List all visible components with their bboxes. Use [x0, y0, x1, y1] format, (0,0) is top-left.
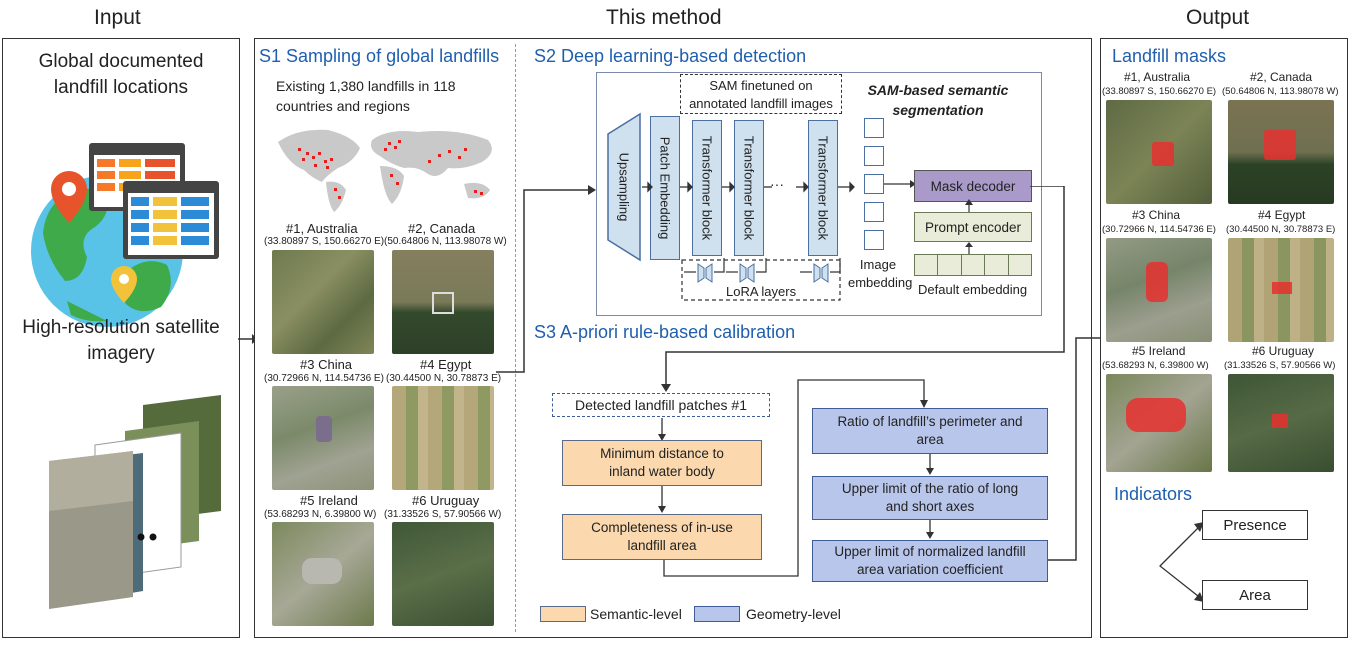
out-sample-4-name: #4 Egypt — [1258, 208, 1306, 222]
mask-image-3 — [1106, 238, 1212, 342]
s1-image-2 — [392, 250, 494, 354]
transformer-block-3: Transformer block — [808, 120, 838, 256]
default-embedding-label: Default embedding — [918, 282, 1028, 297]
embedding-cell — [864, 118, 884, 138]
s1-sample-3-coord: (30.72966 N, 114.54736 E) — [264, 373, 384, 384]
s1-sample-5-coord: (53.68293 N, 6.39800 W) — [264, 509, 377, 520]
embedding-cell — [864, 146, 884, 166]
s1-image-4 — [392, 386, 494, 490]
s1-image-5 — [272, 522, 374, 626]
mask-image-6 — [1228, 374, 1334, 472]
s1-sample-5-name: #5 Ireland — [300, 493, 358, 508]
output-header: Output — [1186, 6, 1250, 29]
upsampling-label: Upsampling — [616, 152, 632, 222]
arrow-s1-to-s2 — [496, 185, 596, 373]
embedding-cell — [864, 202, 884, 222]
arrow-to-mask-decoder — [884, 180, 916, 188]
out-sample-1-coord: (33.80897 S, 150.66270 E) — [1102, 86, 1217, 97]
mask-image-5 — [1106, 374, 1212, 472]
legend-semantic-swatch — [540, 606, 586, 622]
ellipsis-dots: ··· — [770, 176, 784, 192]
s1-sample-2-coord: (50.64806 N, 113.98078 W) — [384, 236, 507, 247]
s1-sample-6-coord: (31.33526 S, 57.90566 W) — [384, 509, 502, 520]
detected-patches-box: Detected landfill patches #1 — [552, 393, 770, 417]
legend-semantic-label: Semantic-level — [590, 606, 682, 622]
s3-left-arrows — [658, 418, 666, 513]
out-sample-3-coord: (30.72966 N, 114.54736 E) — [1102, 224, 1216, 235]
out-sample-2-coord: (50.64806 N, 113.98078 W) — [1222, 86, 1339, 97]
world-map-icon — [278, 129, 492, 212]
s3-title: S3 A-priori rule-based calibration — [534, 322, 796, 342]
s1-description: Existing 1,380 landfills in 118 countrie… — [276, 78, 456, 114]
embedding-cell — [864, 174, 884, 194]
prompt-encoder-block: Prompt encoder — [914, 212, 1032, 242]
input-panel: Global documented landfill locations — [2, 38, 240, 638]
sam-finetuned-box: SAM finetuned on annotated landfill imag… — [680, 74, 842, 114]
sam-semantic-label: SAM-based semantic segmentation — [867, 82, 1009, 118]
indicator-branches — [1159, 522, 1204, 602]
section-divider — [515, 44, 516, 632]
s1-image-1 — [272, 250, 374, 354]
out-sample-3-name: #3 China — [1132, 208, 1181, 222]
s1-title: S1 Sampling of global landfills — [259, 46, 500, 66]
s2-architecture-box — [596, 72, 1042, 316]
satellite-imagery-label: High-resolution satellite imagery — [22, 317, 220, 364]
globe-table-icon — [31, 143, 219, 327]
arrow-s2-to-s3 — [661, 186, 1065, 392]
transformer-block-1: Transformer block — [692, 120, 722, 256]
s1-sample-6-name: #6 Uruguay — [412, 493, 480, 508]
s1-sample-1-coord: (33.80897 S, 150.66270 E) — [264, 236, 385, 247]
s1-sample-4-coord: (30.44500 N, 30.78873 E) — [386, 373, 502, 384]
prompt-arrows — [965, 199, 973, 254]
input-header: Input — [94, 6, 141, 29]
out-sample-5-name: #5 Ireland — [1132, 344, 1186, 358]
s1-sample-1-name: #1, Australia — [286, 221, 358, 236]
method-header: This method — [606, 6, 722, 29]
s2-title: S2 Deep learning-based detection — [534, 46, 807, 66]
global-locations-label: Global documented landfill locations — [38, 51, 204, 98]
arrow-method-to-output — [1048, 333, 1107, 561]
s3-connector — [663, 379, 928, 577]
out-sample-2-name: #2, Canada — [1250, 70, 1313, 84]
s2-connectors — [642, 181, 855, 301]
legend-geometry-swatch — [694, 606, 740, 622]
out-sample-1-name: #1, Australia — [1124, 70, 1191, 84]
out-sample-4-coord: (30.44500 N, 30.78873 E) — [1226, 224, 1336, 235]
image-embedding-label: Image embedding — [848, 257, 913, 290]
out-sample-6-coord: (31.33526 S, 57.90566 W) — [1224, 360, 1336, 371]
s1-sample-2-name: #2, Canada — [408, 221, 476, 236]
area-indicator: Area — [1202, 580, 1308, 610]
upsampling-block — [607, 112, 641, 262]
lora-label: LoRA layers — [726, 284, 797, 299]
legend-geometry-label: Geometry-level — [746, 606, 841, 622]
mask-image-1 — [1106, 100, 1212, 204]
landfill-masks-title: Landfill masks — [1112, 46, 1227, 66]
transformer-block-2: Transformer block — [734, 120, 764, 256]
indicators-title: Indicators — [1114, 484, 1193, 504]
embedding-cell — [864, 230, 884, 250]
mask-image-4 — [1228, 238, 1334, 342]
mask-decoder-block: Mask decoder — [914, 170, 1032, 202]
default-embedding-cells — [914, 254, 1032, 276]
s3-right-arrows — [926, 454, 934, 539]
s1-sample-4-name: #4 Egypt — [420, 357, 472, 372]
mask-image-2 — [1228, 100, 1334, 204]
presence-indicator: Presence — [1202, 510, 1308, 540]
s1-sample-3-name: #3 China — [300, 357, 353, 372]
s1-image-3 — [272, 386, 374, 490]
s1-image-6 — [392, 522, 494, 626]
satellite-stack-icon — [49, 395, 221, 609]
out-sample-5-coord: (53.68293 N, 6.39800 W) — [1102, 360, 1209, 371]
out-sample-6-name: #6 Uruguay — [1252, 344, 1315, 358]
